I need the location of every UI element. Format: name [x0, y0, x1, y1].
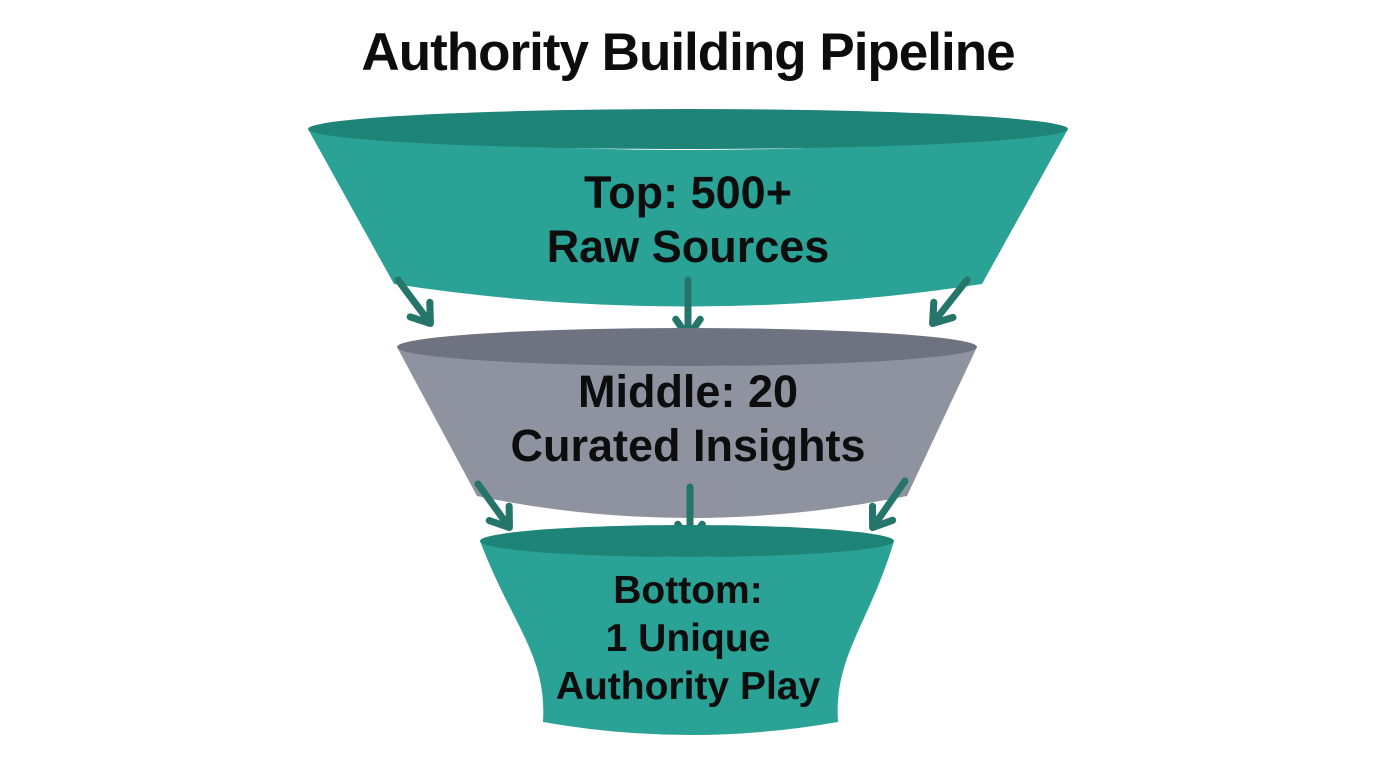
arrow-down-right-2-icon [868, 477, 909, 532]
arrow-down-left-1-icon [394, 276, 434, 328]
funnel-stage-top-body [308, 129, 1068, 307]
funnel-stage-middle-body [397, 347, 977, 518]
funnel-stage-middle [397, 328, 977, 518]
page-title: Authority Building Pipeline [361, 23, 1015, 82]
funnel-stage-bottom [480, 525, 894, 735]
funnel-stage-middle-rim [397, 328, 977, 366]
funnel-stage-top [308, 109, 1068, 307]
arrow-down-right-1-icon [929, 276, 971, 328]
funnel-stage-top-rim [308, 109, 1068, 149]
funnel-stage-bottom-rim [480, 525, 894, 557]
arrow-down-left-2-icon [474, 480, 513, 532]
funnel-stage-bottom-body [480, 541, 894, 735]
